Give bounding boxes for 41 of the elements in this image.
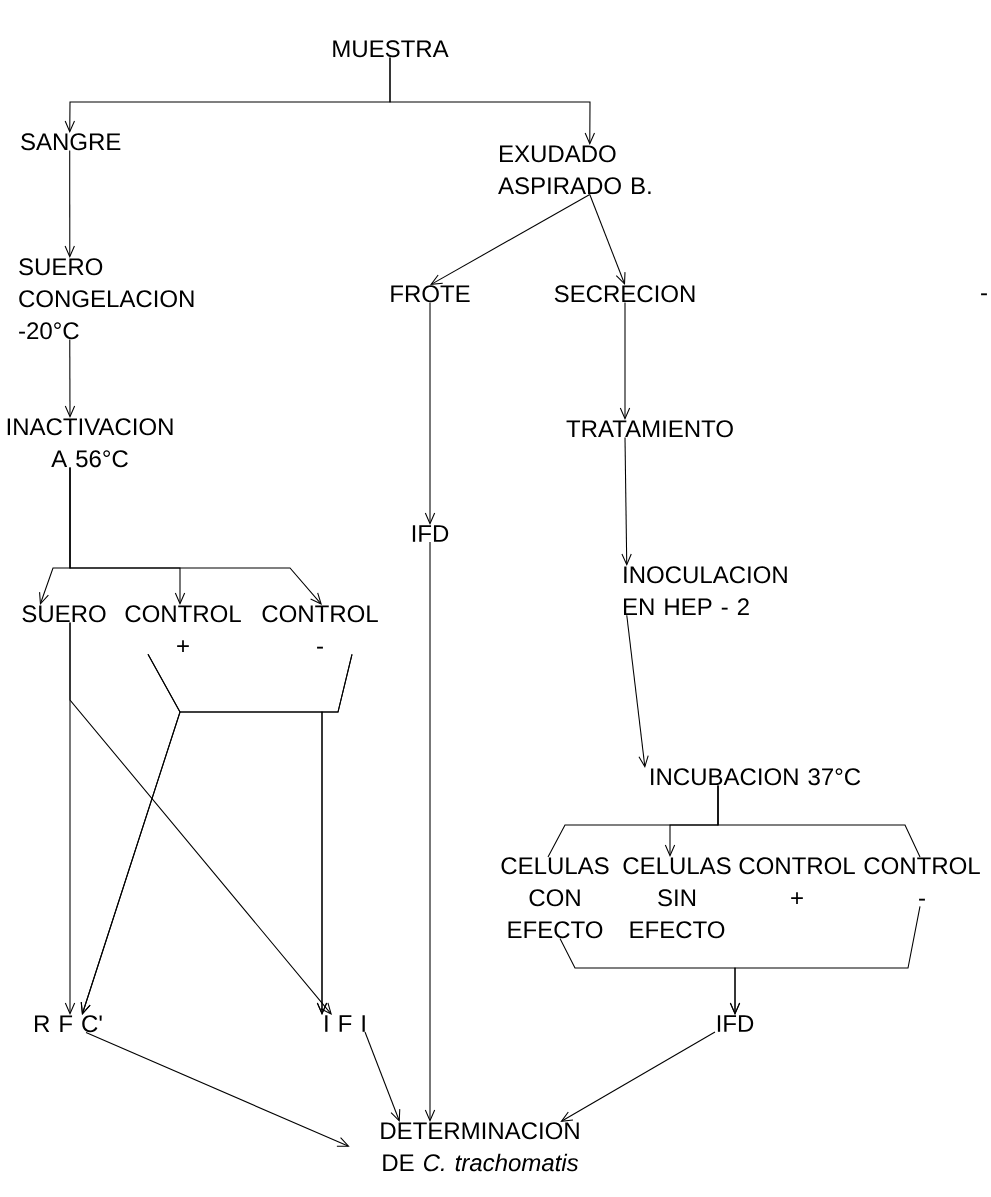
step-label: CELULAS CON EFECTO — [501, 857, 609, 939]
arrow — [424, 302, 436, 525]
arrow — [424, 541, 436, 1122]
step-label: SUERO — [22, 605, 106, 623]
step-label: CELULAS SIN EFECTO — [623, 857, 731, 939]
minus-sign: - — [981, 293, 987, 296]
arrow — [619, 302, 631, 420]
connector-line — [717, 785, 921, 858]
arrow — [621, 437, 632, 566]
step-label: INOCULACION EN HEP - 2 — [624, 566, 787, 616]
arrow — [64, 150, 75, 258]
step-label: IFD — [412, 525, 449, 542]
arrow — [430, 194, 591, 285]
arrow — [560, 1031, 716, 1122]
step-label: R F C' — [35, 1015, 102, 1033]
arrow — [316, 653, 353, 1015]
arrow — [589, 194, 626, 285]
arrow — [389, 57, 596, 145]
arrow — [85, 1032, 350, 1147]
step-label: MUESTRA — [333, 40, 449, 58]
step-label: CONTROL + — [125, 605, 241, 652]
step-label: DETERMINACION DE C. trachomatis — [381, 1122, 579, 1172]
arrow — [364, 1031, 401, 1122]
step-label: SUERO CONGELACION -20°C — [19, 258, 194, 340]
step-label: CONTROL - — [864, 857, 980, 901]
arrow — [64, 339, 76, 418]
step-label: I F I — [325, 1015, 365, 1032]
arrow — [626, 614, 649, 768]
step-label: CONTROL - — [262, 605, 378, 649]
arrow — [69, 467, 322, 605]
step-label: EXUDADO ASPIRADO B. — [498, 145, 651, 195]
step-label: SECRECION — [554, 285, 695, 303]
step-label: CONTROL + — [739, 857, 855, 904]
step-label: INACTIVACION A 56°C — [7, 418, 173, 468]
step-label: FROTE — [391, 285, 470, 303]
arrow — [729, 905, 921, 1015]
step-label: INCUBACION 37°C — [651, 768, 861, 786]
step-label: IFD — [717, 1015, 754, 1032]
step-label: SANGRE — [21, 133, 121, 151]
arrow — [69, 622, 332, 1015]
step-label: TRATAMIENTO — [566, 420, 733, 438]
